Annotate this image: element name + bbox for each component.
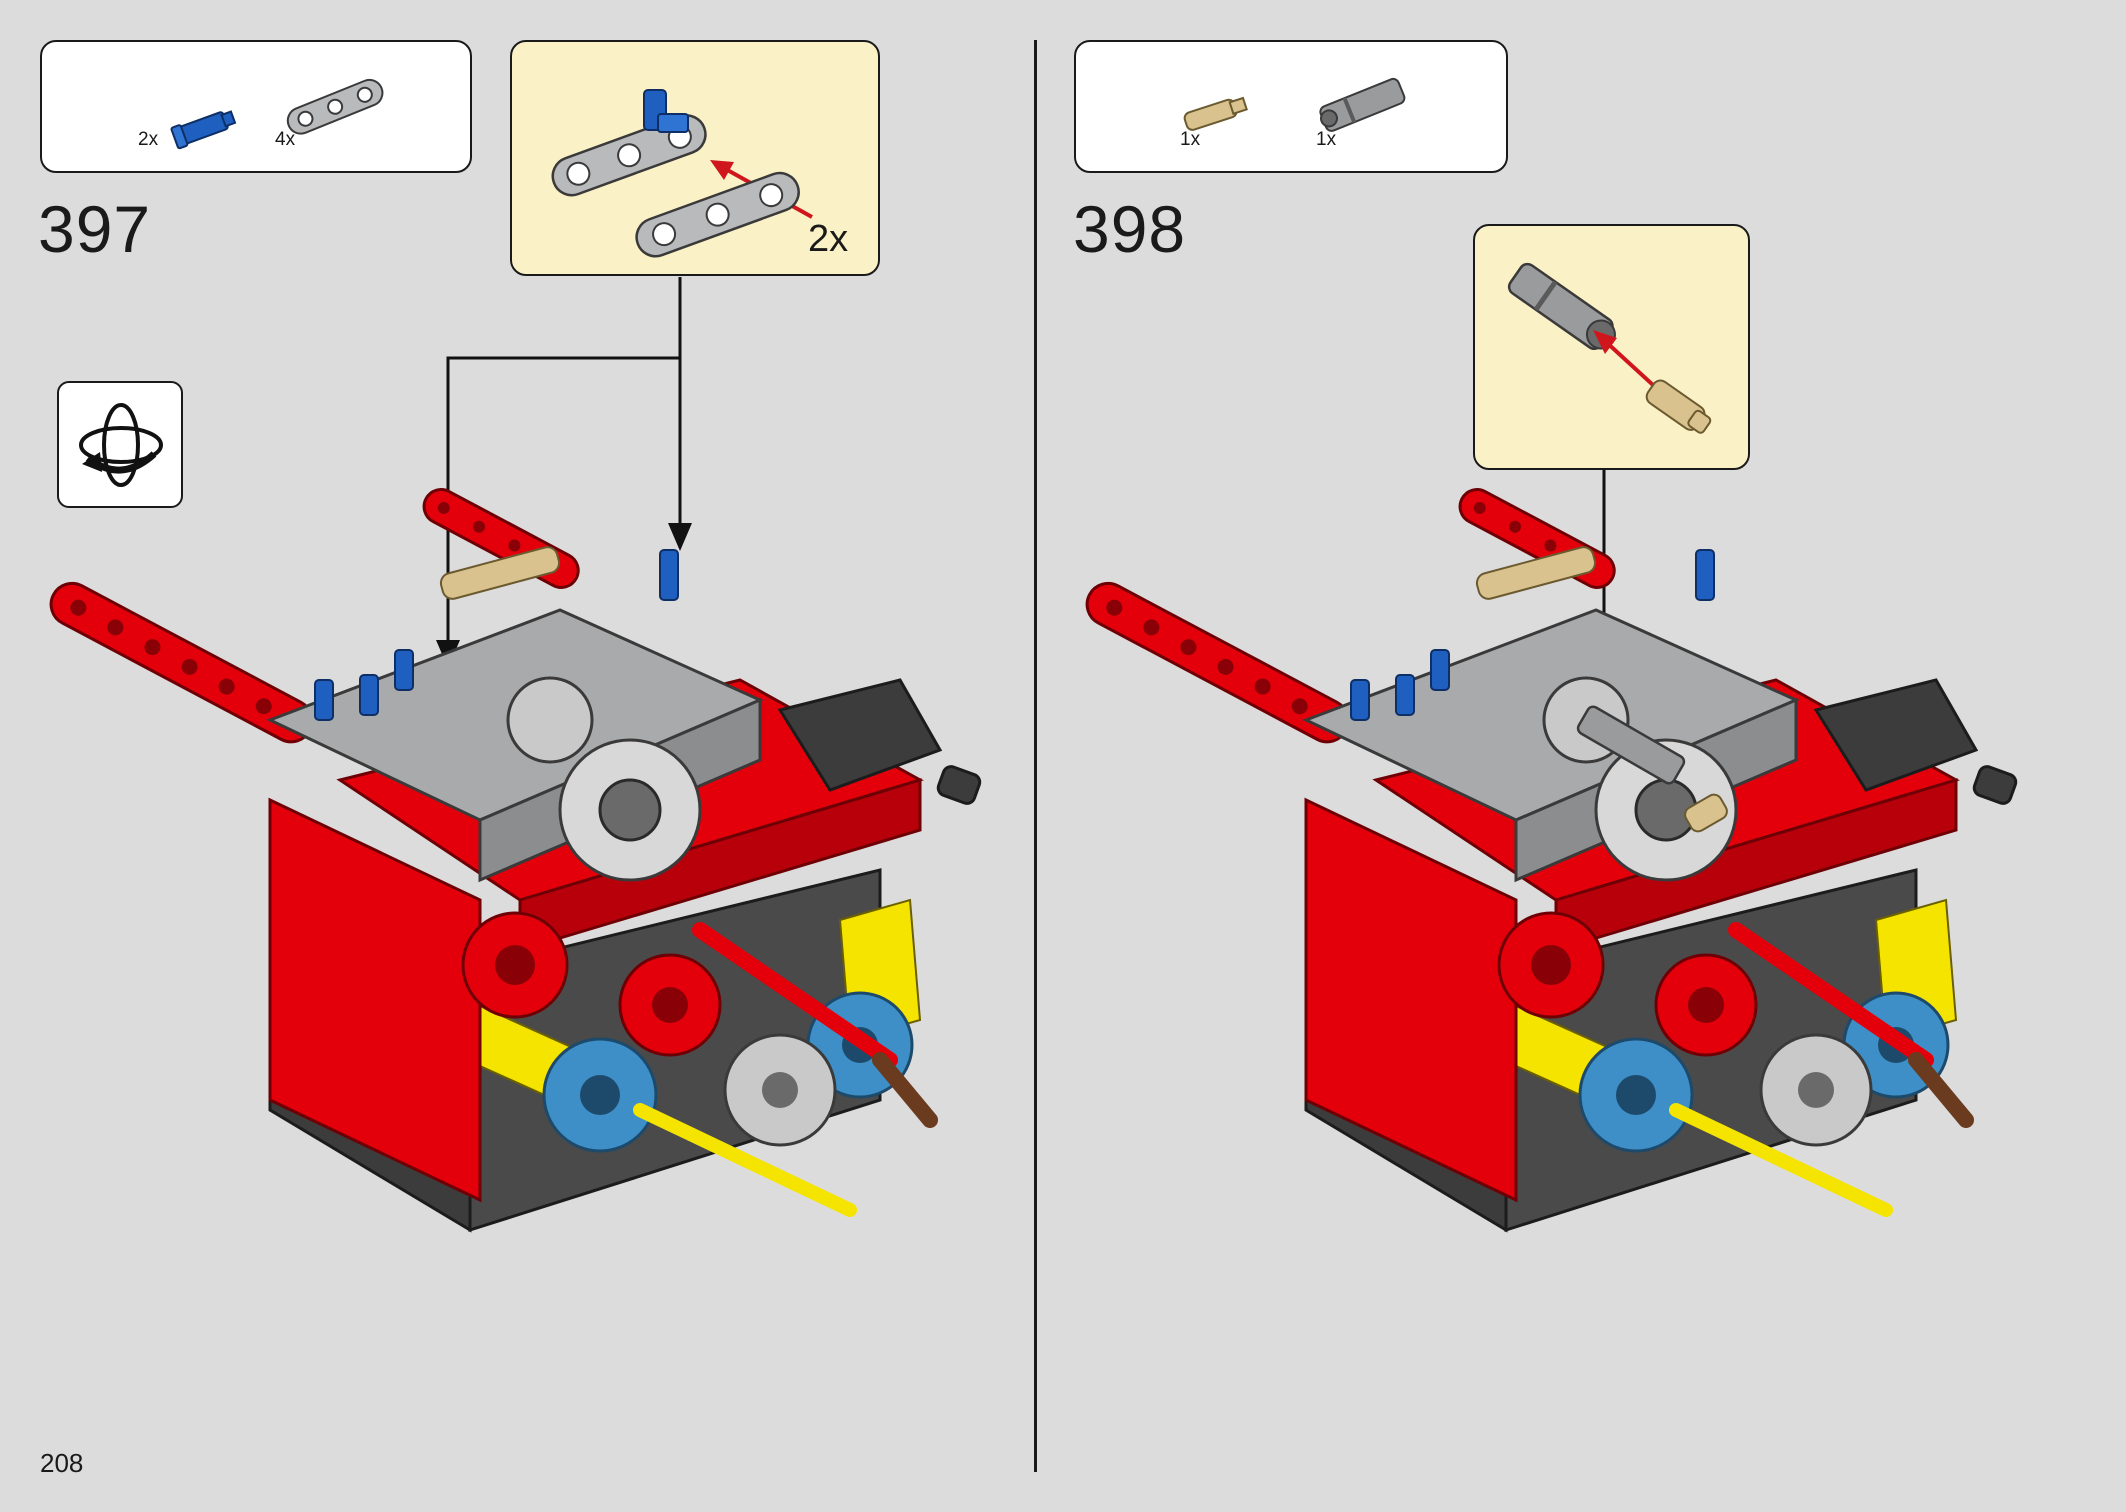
part-qty-gray-connector: 1x: [1316, 129, 1337, 150]
step-number-398: 398: [1073, 192, 1187, 266]
rotate-model-icon: [79, 403, 163, 487]
model-illustration-398: [1085, 488, 2018, 1233]
page-divider: [1034, 40, 1037, 1472]
step-number-397: 397: [38, 192, 152, 266]
axle-connector-with-pin-icon: [1507, 262, 1712, 434]
tan-axle-pin-icon: [1183, 96, 1248, 131]
gray-axle-connector-icon: [1319, 77, 1406, 132]
part-qty-tan-pin: 1x: [1180, 129, 1201, 150]
blue-axle-pin-icon: [170, 110, 237, 150]
gray-beam-3-icon: [286, 78, 384, 135]
beam-with-pin-icon: [551, 89, 707, 197]
sub-assembly-callout-398: [1473, 224, 1750, 470]
part-qty-gray-beam: 4x: [275, 129, 296, 150]
parts-list-398: 1x 1x: [1074, 40, 1508, 173]
model-illustration-397: [49, 488, 982, 1233]
callout-qty-397: 2x: [808, 218, 849, 260]
rotate-model-box: [57, 381, 183, 508]
sub-assembly-callout-397: 2x: [510, 40, 880, 276]
parts-list-397: 2x 4x: [40, 40, 472, 173]
gray-beam-icon: [635, 171, 800, 258]
part-qty-blue-pin: 2x: [138, 129, 159, 150]
page-number: 208: [40, 1448, 84, 1478]
